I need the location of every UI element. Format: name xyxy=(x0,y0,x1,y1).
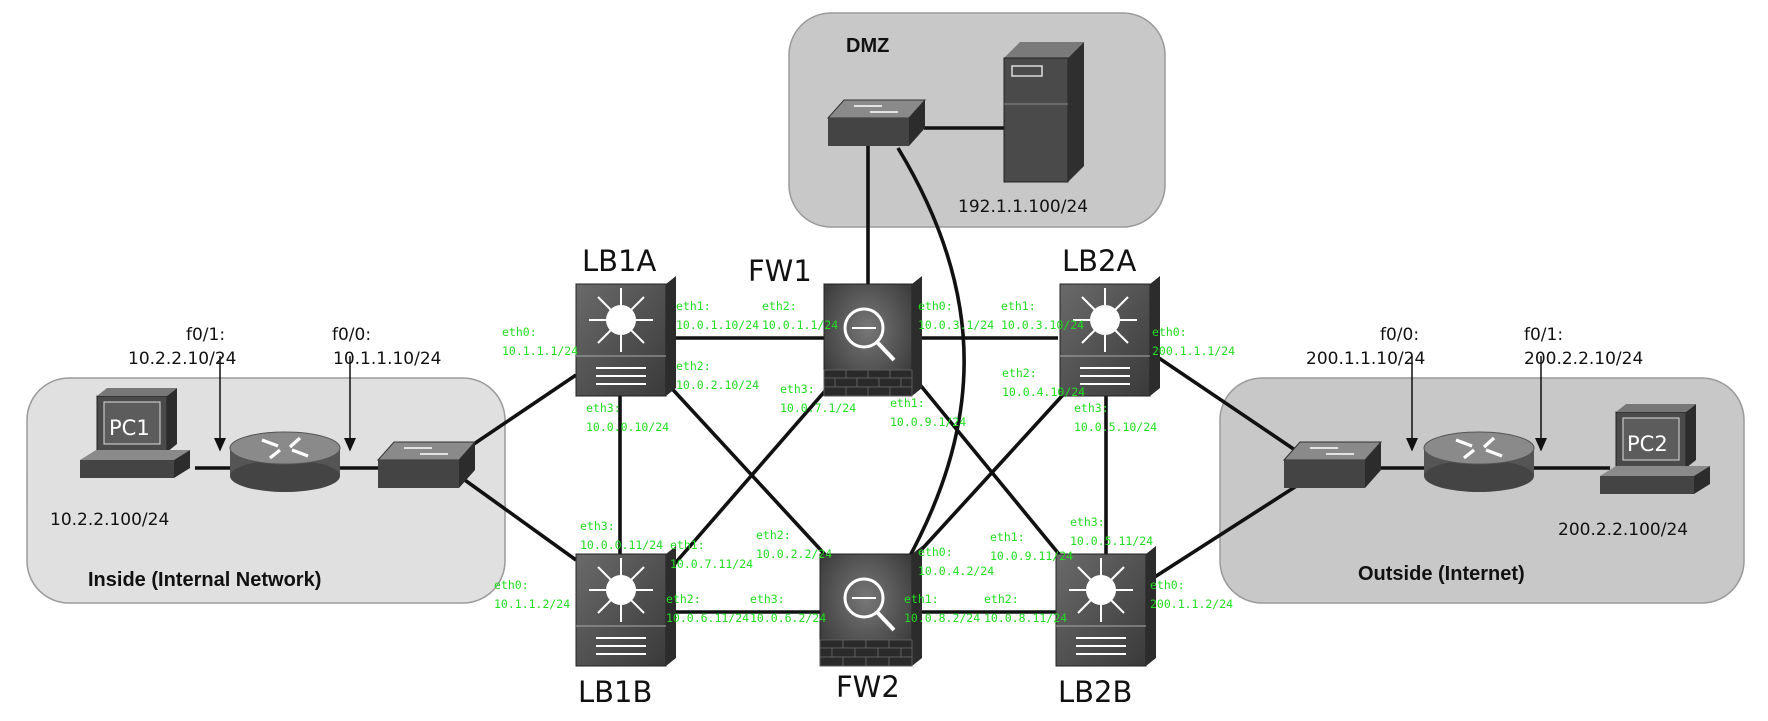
multilayer-switch-icon[interactable] xyxy=(575,276,676,397)
firewall-icon[interactable] xyxy=(823,276,922,397)
pc1-ip: 10.2.2.100/24 xyxy=(50,510,169,530)
r1-f01-ip: 10.2.2.10/24 xyxy=(128,349,236,369)
router-icon[interactable] xyxy=(1423,431,1535,492)
server-icon[interactable] xyxy=(1003,42,1084,183)
port-label-fw2-eth1: eth1:10.0.8.2/24 xyxy=(904,592,980,625)
r2-f00-ip: 200.1.1.10/24 xyxy=(1306,349,1425,369)
fw2-label: FW2 xyxy=(836,670,900,704)
port-label-lb1a-eth2: eth2:10.0.2.10/24 xyxy=(676,359,759,392)
port-label-fw1-eth2: eth2:10.0.1.1/24 xyxy=(762,299,838,332)
port-label-lb1b-eth3: eth3:10.0.0.11/24 xyxy=(580,519,663,552)
link-sw1-lb1a xyxy=(460,373,578,454)
port-label-lb1b-eth0: eth0:10.1.1.2/24 xyxy=(494,578,570,611)
router-icon[interactable] xyxy=(229,431,341,492)
lb1b-label: LB1B xyxy=(578,675,652,709)
port-label-lb2a-eth1: eth1:10.0.3.10/24 xyxy=(1001,299,1084,332)
port-label-fw1-eth1: eth1:10.0.9.1/24 xyxy=(890,396,966,429)
r1-f01-name: f0/1: xyxy=(186,325,225,345)
lb2b-label: LB2B xyxy=(1058,675,1132,709)
port-label-lb1b-eth2: eth2:10.0.6.11/24 xyxy=(666,592,749,625)
port-label-lb1a-eth1: eth1:10.0.1.10/24 xyxy=(676,299,759,332)
port-label-lb1a-eth0: eth0:10.1.1.1/24 xyxy=(502,325,578,358)
port-label-lb2b-eth0: eth0:200.1.1.2/24 xyxy=(1150,578,1233,611)
port-label-fw2-eth3: eth3:10.0.6.2/24 xyxy=(750,592,826,625)
lb2a-label: LB2A xyxy=(1062,244,1137,278)
r1-f00-ip: 10.1.1.10/24 xyxy=(333,349,441,369)
switch-icon[interactable] xyxy=(1282,441,1383,488)
firewall-icon[interactable] xyxy=(819,546,922,667)
port-label-fw2-eth2: eth2:10.0.2.2/24 xyxy=(756,528,832,561)
port-label-lb1b-eth1: eth1:10.0.7.11/24 xyxy=(670,538,753,571)
dmz-zone-label: DMZ xyxy=(846,35,889,57)
r1-f00-name: f0/0: xyxy=(332,325,371,345)
r2-f01-name: f0/1: xyxy=(1524,325,1563,345)
port-label-lb2b-eth2: eth2:10.0.8.11/24 xyxy=(984,592,1067,625)
multilayer-switch-icon[interactable] xyxy=(1059,276,1160,397)
switch-icon[interactable] xyxy=(376,441,477,488)
r2-f00-name: f0/0: xyxy=(1380,325,1419,345)
port-label-lb2a-eth3: eth3:10.0.5.10/24 xyxy=(1074,401,1157,434)
pc1-label: PC1 xyxy=(109,416,150,440)
port-label-lb2b-eth3: eth3:10.0.5.11/24 xyxy=(1070,515,1153,548)
pc-icon[interactable] xyxy=(80,388,190,478)
link-lb2a-sw3 xyxy=(1148,350,1300,454)
r2-f01-ip: 200.2.2.10/24 xyxy=(1524,349,1643,369)
lb1a-label: LB1A xyxy=(582,244,657,278)
fw1-label: FW1 xyxy=(748,254,812,288)
port-label-lb2a-eth0: eth0:200.1.1.1/24 xyxy=(1152,325,1235,358)
port-labels: eth0:10.1.1.1/24 eth1:10.0.1.10/24 eth2:… xyxy=(494,299,1235,625)
multilayer-switch-icon[interactable] xyxy=(1055,546,1156,667)
port-label-fw1-eth0: eth0:10.0.3.1/24 xyxy=(918,299,994,332)
pc2-label: PC2 xyxy=(1627,432,1668,456)
port-label-lb2b-eth1: eth1:10.0.9.11/24 xyxy=(990,530,1073,563)
port-label-lb2a-eth2: eth2:10.0.4.10/24 xyxy=(1002,366,1085,399)
outside-zone-label: Outside (Internet) xyxy=(1358,563,1525,585)
server-ip: 192.1.1.100/24 xyxy=(958,197,1088,217)
link-sw1-lb1b xyxy=(460,476,578,562)
port-label-fw1-eth3: eth3:10.0.7.1/24 xyxy=(780,382,856,415)
link-lb1a-fw2 xyxy=(662,378,832,562)
pc-icon[interactable] xyxy=(1600,404,1710,494)
link-lb2b-sw3 xyxy=(1149,483,1299,582)
link-sw2-fw2 xyxy=(896,147,966,566)
links xyxy=(195,126,1610,614)
port-label-lb1a-eth3: eth3:10.0.0.10/24 xyxy=(586,401,669,434)
multilayer-switch-icon[interactable] xyxy=(575,546,676,667)
inside-zone-label: Inside (Internal Network) xyxy=(88,569,321,591)
link-lb1b-fw1 xyxy=(662,381,834,578)
pc2-ip: 200.2.2.100/24 xyxy=(1558,520,1688,540)
port-label-fw2-eth0: eth0:10.0.4.2/24 xyxy=(918,545,994,578)
switch-icon[interactable] xyxy=(826,99,927,146)
link-fw2-lb2a xyxy=(910,383,1074,562)
